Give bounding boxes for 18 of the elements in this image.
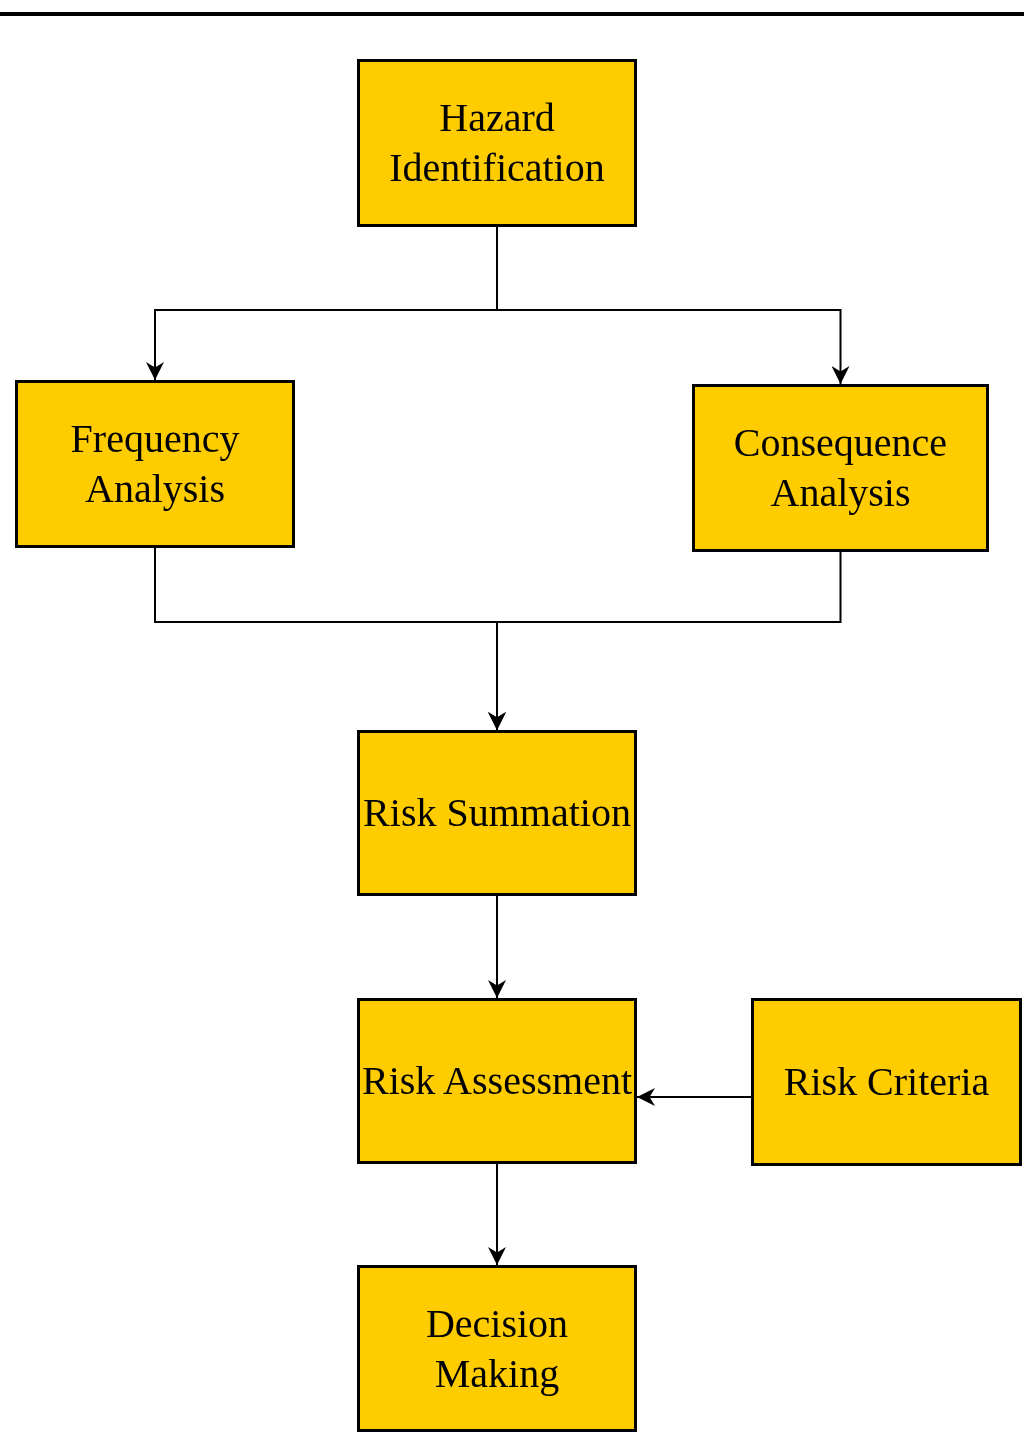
process-box bbox=[357, 730, 637, 896]
process-box bbox=[15, 380, 295, 548]
box-label: Risk Criteria bbox=[783, 1058, 990, 1106]
process-box bbox=[751, 998, 1022, 1166]
box-label: Hazard Identification bbox=[388, 94, 606, 192]
arrow bbox=[488, 1163, 506, 1266]
process-box bbox=[357, 1265, 637, 1432]
box-label: Frequency Analysis bbox=[69, 415, 241, 513]
process-box bbox=[692, 384, 989, 552]
arrow bbox=[488, 551, 842, 731]
arrow bbox=[636, 1088, 752, 1106]
box-label: Risk Assessment bbox=[361, 1057, 632, 1105]
box-label: Risk Summation bbox=[363, 789, 631, 837]
process-box bbox=[357, 59, 637, 227]
box-label: Consequence Analysis bbox=[732, 419, 949, 517]
arrow bbox=[488, 895, 506, 999]
process-box bbox=[357, 998, 637, 1164]
box-label: Decision Making bbox=[424, 1299, 570, 1398]
